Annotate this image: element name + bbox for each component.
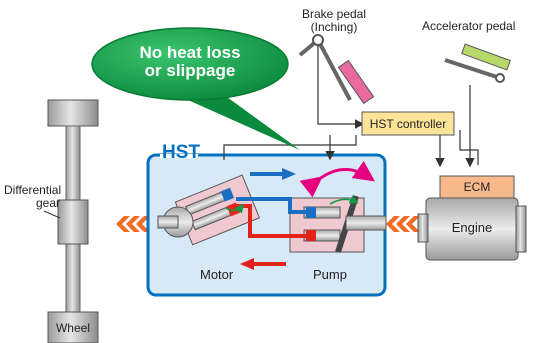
- power-flow-arrows-right: [386, 216, 420, 232]
- ecm-label: ECM: [463, 180, 491, 194]
- brake-pedal-line-1: Brake pedal: [301, 7, 367, 21]
- brake-pedal: [298, 34, 375, 105]
- callout-text: No heat loss or slippage: [118, 44, 262, 80]
- pump-label: Pump: [313, 267, 347, 282]
- engine-block: [417, 197, 527, 261]
- pump-input-shaft: [345, 215, 387, 231]
- hst-controller-box: [361, 111, 455, 136]
- motor-rotation-arrow: [225, 203, 244, 214]
- motor-label: Motor: [200, 267, 234, 282]
- engine-label: Engine: [451, 219, 493, 235]
- callout-line-2: or slippage: [144, 60, 236, 80]
- hst-title: HST: [162, 142, 200, 163]
- callout-bubble: [91, 27, 300, 150]
- brake-pedal-line-2: (Inching): [310, 19, 358, 34]
- upper-wheel: [47, 99, 99, 127]
- differential-gear-line-2: gear: [35, 195, 60, 210]
- hst-controller-label: HST controller: [369, 116, 447, 131]
- differential-gear-line-1: Differential: [4, 183, 62, 197]
- brake-pedal-pad: [337, 59, 375, 105]
- axle-assembly: [43, 99, 99, 343]
- hst-title-gap: [160, 154, 198, 158]
- wheel-label: Wheel: [55, 320, 90, 335]
- callout-line-1: No heat loss: [139, 43, 241, 62]
- accelerator-pedal-pad: [461, 43, 511, 71]
- pump-unit: [289, 195, 387, 253]
- differential-leader-line: [43, 210, 61, 219]
- brake-pedal-label: Brake pedal (Inching): [289, 8, 379, 33]
- power-flow-arrows-left: [116, 216, 150, 232]
- differential-gear-label: Differential gear: [4, 183, 62, 210]
- motor-unit: [157, 174, 261, 246]
- differential-gear-housing: [57, 199, 89, 245]
- motor-output-shaft: [157, 215, 179, 229]
- accelerator-pedal-label: Accelerator pedal: [422, 19, 516, 33]
- low-pressure-line: [236, 197, 306, 214]
- accelerator-pedal: [444, 43, 511, 83]
- pump-rotation-arrow: [329, 195, 359, 205]
- swash-angle-arrow: [299, 160, 375, 198]
- lower-wheel: [47, 311, 99, 343]
